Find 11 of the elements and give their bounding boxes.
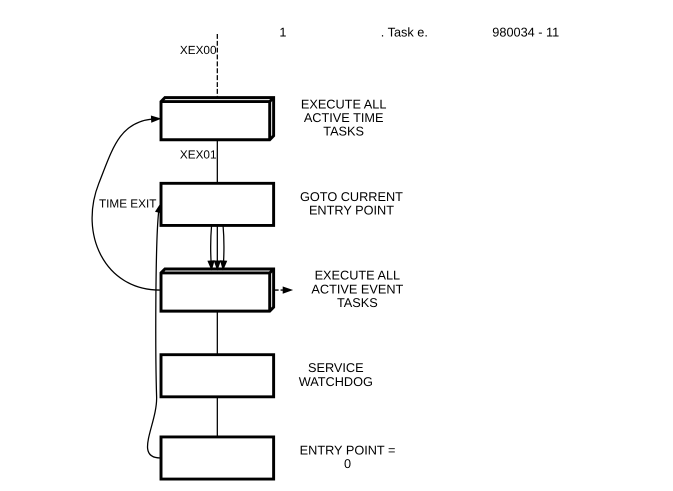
edge-label: TIME EXIT <box>98 197 156 210</box>
node-label: SERVICE WATCHDOG <box>298 360 372 389</box>
label: 980034 - 11 <box>492 24 559 40</box>
node-label: GOTO CURRENT ENTRY POINT <box>300 188 402 218</box>
node-label: EXECUTE ALL ACTIVE TIME TASKS <box>300 96 386 139</box>
label: . Task e. <box>380 24 428 40</box>
node-label: EXECUTE ALL ACTIVE EVENT TASKS <box>310 268 403 310</box>
label: 1 <box>278 24 286 40</box>
edge-label: XEX00 <box>179 44 216 58</box>
node-label: ENTRY POINT = 0 <box>299 442 395 472</box>
edge-label: XEX01 <box>179 148 216 162</box>
